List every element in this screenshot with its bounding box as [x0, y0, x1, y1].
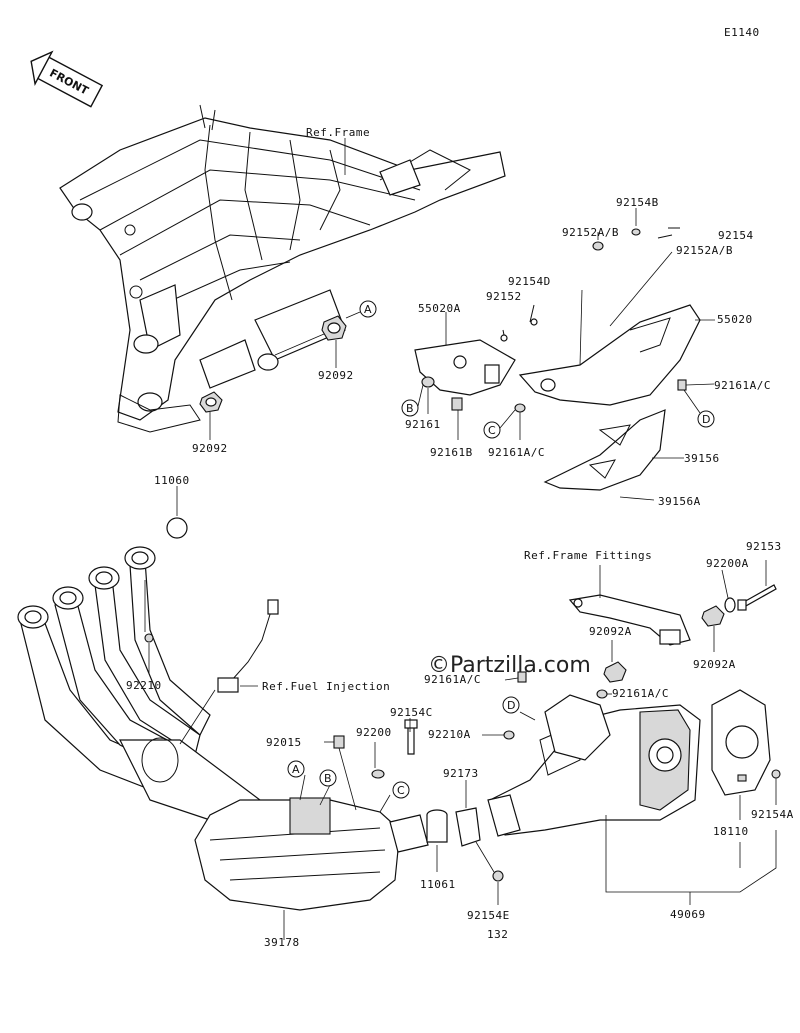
bushing-92092-upper: [321, 315, 347, 341]
bushing-92092A-b: [701, 605, 725, 627]
callout-B-upper: B: [401, 399, 419, 417]
part-label-55020[interactable]: 55020: [717, 313, 753, 326]
part-label-92152AB[interactable]: 92152A/B: [676, 244, 733, 257]
part-label-92015[interactable]: 92015: [266, 736, 302, 749]
callout-C-lower: C: [392, 781, 410, 799]
frame-illustration: [59, 104, 506, 433]
part-label-18110[interactable]: 18110: [713, 825, 749, 838]
part-label-55020A[interactable]: 55020A: [418, 302, 461, 315]
part-label-39178[interactable]: 39178: [264, 936, 300, 949]
washer-92200: [371, 769, 385, 779]
svg-text:C: C: [397, 784, 405, 797]
muffler-hanger-bracket: [544, 694, 611, 761]
diagram-code: E1140: [724, 26, 760, 39]
callout-A-lower: A: [287, 760, 305, 778]
bolt-92154C: [404, 719, 418, 755]
clamp-92173: [455, 807, 481, 847]
washer-92200A: [724, 597, 736, 613]
part-label-92154A[interactable]: 92154A: [751, 808, 794, 821]
callout-A-upper: A: [359, 300, 377, 318]
end-cap-18110: [711, 689, 771, 796]
part-label-92200[interactable]: 92200: [356, 726, 392, 739]
side-cover-55020A: [414, 339, 516, 396]
nut-92210A: [503, 730, 515, 740]
ref-frame-label: Ref.Frame: [306, 126, 371, 139]
bushing-92092-lower: [199, 391, 223, 413]
gasket-11060: [166, 517, 188, 539]
part-label-92200A[interactable]: 92200A: [706, 557, 749, 570]
bolt-92154E: [492, 870, 504, 882]
part-label-92154E[interactable]: 92154E: [467, 909, 510, 922]
copyright-icon: ©: [428, 653, 450, 678]
svg-text:A: A: [364, 303, 372, 316]
part-label-92092[interactable]: 92092: [192, 442, 228, 455]
part-label-92161AC[interactable]: 92161A/C: [488, 446, 545, 459]
part-label-92210A[interactable]: 92210A: [428, 728, 471, 741]
part-label-92161B[interactable]: 92161B: [430, 446, 473, 459]
part-label-92154D[interactable]: 92154D: [508, 275, 551, 288]
part-label-92210[interactable]: 92210: [126, 679, 162, 692]
bolt-92154A: [771, 769, 781, 779]
svg-text:B: B: [324, 772, 332, 785]
svg-text:D: D: [702, 413, 710, 426]
svg-text:A: A: [292, 763, 300, 776]
oxygen-sensor: [217, 599, 279, 693]
part-label-92173[interactable]: 92173: [443, 767, 479, 780]
side-cover-55020: [518, 304, 701, 406]
bushing-92092A-a: [603, 661, 627, 683]
callout-C-upper: C: [483, 421, 501, 439]
svg-text:C: C: [488, 424, 496, 437]
nut-92161AC: [596, 689, 608, 699]
part-label-92152AB[interactable]: 92152A/B: [562, 226, 619, 239]
part-label-132[interactable]: 132: [487, 928, 509, 941]
part-label-92161AC[interactable]: 92161A/C: [424, 673, 481, 686]
part-label-92161AC[interactable]: 92161A/C: [714, 379, 771, 392]
callout-B-lower: B: [319, 769, 337, 787]
part-label-92153[interactable]: 92153: [746, 540, 782, 553]
part-label-92092A[interactable]: 92092A: [589, 625, 632, 638]
frame-fittings-bracket: [568, 594, 691, 646]
callout-D-upper: D: [697, 410, 715, 428]
heat-guard-39156: [543, 409, 666, 491]
part-label-11061[interactable]: 11061: [420, 878, 456, 891]
part-label-49069[interactable]: 49069: [670, 908, 706, 921]
watermark-text: Partzilla.com: [450, 653, 591, 678]
part-label-39156A[interactable]: 39156A: [658, 495, 701, 508]
part-label-92154B[interactable]: 92154B: [616, 196, 659, 209]
ref-fuel-injection-label: Ref.Fuel Injection: [262, 680, 391, 693]
svg-text:B: B: [406, 402, 414, 415]
pre-chamber-39178: [194, 797, 429, 911]
part-label-92092A[interactable]: 92092A: [693, 658, 736, 671]
part-label-11060[interactable]: 11060: [154, 474, 190, 487]
watermark: ©Partzilla.com: [428, 653, 591, 678]
bolt-92153: [737, 584, 777, 611]
clamp-92015: [333, 735, 345, 749]
gasket-11061: [426, 809, 448, 843]
part-label-92154C[interactable]: 92154C: [390, 706, 433, 719]
svg-text:D: D: [507, 699, 515, 712]
ref-frame-fittings-label: Ref.Frame Fittings: [524, 549, 653, 562]
fastener-cluster-covers: [421, 227, 687, 413]
front-arrow-icon: FRONT: [30, 50, 104, 108]
part-label-92092[interactable]: 92092: [318, 369, 354, 382]
part-label-39156[interactable]: 39156: [684, 452, 720, 465]
part-label-92161AC[interactable]: 92161A/C: [612, 687, 669, 700]
part-label-92161[interactable]: 92161: [405, 418, 441, 431]
part-label-92152[interactable]: 92152: [486, 290, 522, 303]
part-label-92154[interactable]: 92154: [718, 229, 754, 242]
callout-D-lower: D: [502, 696, 520, 714]
